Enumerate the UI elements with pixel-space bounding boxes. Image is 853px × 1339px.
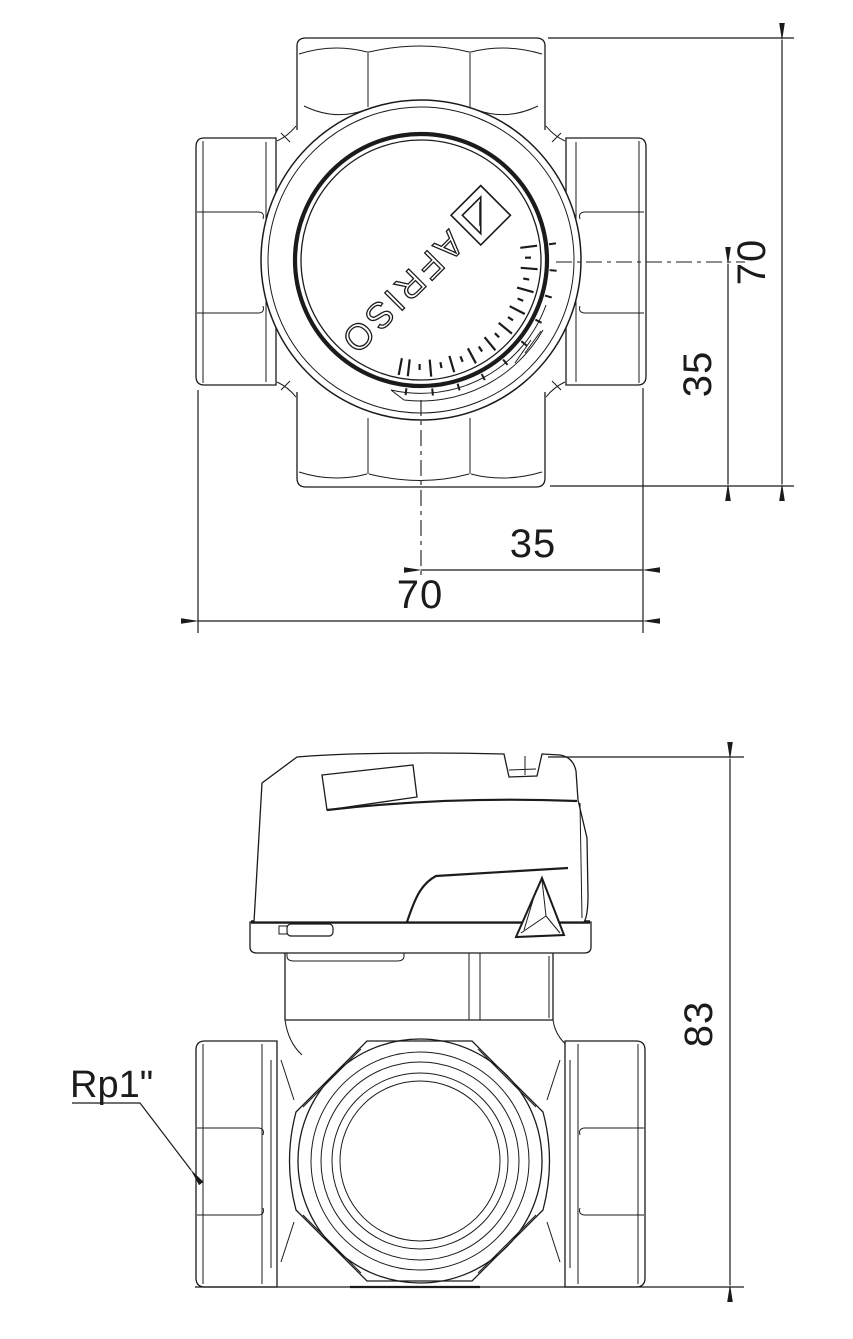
left-port — [195, 137, 277, 386]
scale-tick — [477, 345, 484, 353]
scale-tick — [480, 373, 486, 381]
scale-tick — [494, 332, 500, 339]
actuator-side-edge — [579, 802, 583, 919]
afriso-triangle-icon — [461, 194, 482, 236]
dial-scale-ticks — [397, 242, 557, 396]
front-port-circle-2 — [310, 1051, 530, 1271]
scale-tick — [406, 359, 411, 377]
scale-tick — [439, 361, 443, 369]
scale-tick — [456, 383, 461, 391]
scale-tick — [483, 336, 497, 351]
knob-skirt-arcs — [390, 304, 547, 402]
scale-tick — [404, 388, 408, 396]
valve-body-front — [280, 1038, 561, 1284]
front-port-circle-3 — [320, 1061, 520, 1261]
scale-tick — [548, 242, 557, 246]
actuator-top-clip — [508, 756, 537, 775]
manual-pointer-facets — [520, 879, 561, 934]
scale-tick — [509, 305, 526, 315]
knob-outer-circle — [260, 99, 582, 421]
manual-pointer-triangle — [514, 875, 566, 939]
dim-label-83: 83 — [677, 1001, 721, 1048]
leader-line — [72, 1102, 204, 1186]
front-port-circle-5 — [339, 1080, 501, 1242]
dial-face-circle — [300, 139, 542, 381]
dim-label-35-vertical: 35 — [676, 351, 720, 398]
dim-top-view-bottom: 35 70 — [181, 388, 660, 633]
dim-label-70-vertical: 70 — [730, 239, 774, 286]
scale-tick — [428, 359, 433, 377]
dim-label-35-horizontal: 35 — [510, 522, 557, 566]
actuator-outline — [253, 752, 589, 923]
scale-tick — [523, 277, 530, 281]
plate-tab-clip — [278, 925, 288, 935]
plate-tab — [286, 923, 334, 937]
dial-knob: AFRISO — [260, 99, 582, 421]
side-view: 83 Rp1" — [70, 742, 744, 1302]
actuator-front-curve — [405, 866, 569, 923]
valve-neck — [284, 953, 575, 1056]
corner-wedges — [280, 1059, 561, 1263]
top-port — [296, 37, 546, 130]
thread-label: Rp1" — [70, 1064, 153, 1106]
body-octagon-boss — [288, 1040, 551, 1282]
dial-ring — [292, 131, 550, 389]
scale-tick — [397, 357, 403, 376]
scale-tick — [466, 347, 477, 364]
thread-callout: Rp1" — [70, 1064, 204, 1186]
front-port-circle-1 — [297, 1038, 543, 1284]
top-view: AFRISO 70 35 35 70 — [181, 23, 794, 633]
scale-tick — [498, 322, 513, 335]
body-corner-chamfers — [276, 125, 566, 398]
side-left-port — [195, 1040, 278, 1288]
scale-tick — [544, 294, 552, 299]
dim-top-view-right: 70 35 — [548, 23, 794, 501]
chamfer-lines — [302, 1048, 537, 1274]
actuator-face-seam — [326, 798, 578, 812]
scale-tick — [507, 316, 514, 322]
knob-grip-marks — [514, 330, 542, 364]
scale-tick — [459, 355, 464, 363]
dim-side-view: 83 — [548, 742, 744, 1302]
scale-tick — [549, 269, 557, 272]
scale-tick — [502, 358, 509, 366]
front-port-circle-4 — [331, 1072, 509, 1250]
side-right-port — [564, 1040, 646, 1288]
actuator-top-panel — [321, 764, 418, 811]
scale-tick — [517, 297, 524, 302]
scale-tick — [520, 266, 538, 271]
scale-tick — [520, 340, 528, 347]
scale-tick — [448, 355, 456, 373]
scale-tick — [534, 318, 543, 324]
actuator-housing — [253, 752, 589, 939]
scale-tick — [520, 244, 538, 249]
dim-label-70-horizontal: 70 — [397, 573, 444, 617]
scale-tick — [516, 286, 534, 294]
scale-tick — [431, 388, 434, 396]
